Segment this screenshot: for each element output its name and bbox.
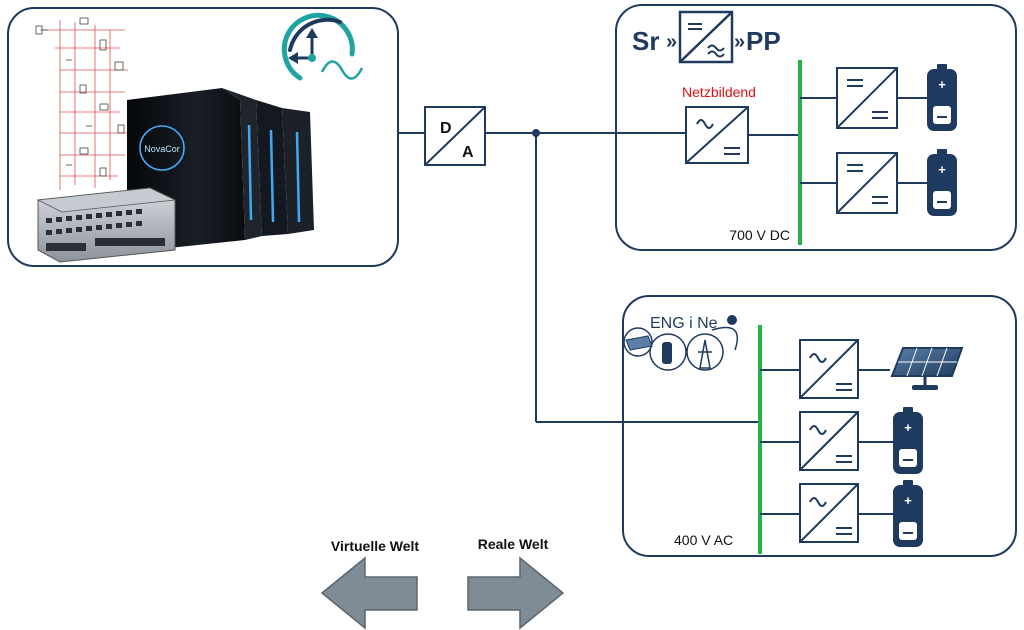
junction-dot [532, 129, 540, 137]
srpp-box [615, 4, 1017, 251]
battery-icon: + [893, 480, 923, 547]
gridforming-label: Netzbildend [682, 84, 756, 100]
svg-text:»: » [666, 31, 677, 53]
dc-ac-converter-icon [760, 339, 890, 399]
svg-text:+: + [904, 420, 912, 435]
ac-voltage-label: 400 V AC [674, 532, 733, 548]
dc-voltage-label: 700 V DC [729, 227, 790, 243]
srpp-logo-left: Sr [632, 26, 659, 56]
engine-box [622, 295, 1017, 557]
circuit-schematic-icon [35, 17, 128, 190]
real-world-label: Reale Welt [478, 536, 549, 552]
svg-text:»: » [734, 31, 745, 53]
server-brand-label: NovaCor [144, 144, 180, 154]
svg-text:+: + [904, 493, 912, 508]
solar-panel-icon [890, 347, 964, 390]
engine-logo-text: ENG i Ne [650, 315, 718, 332]
simulator-rack-icon [36, 187, 177, 263]
virtual-world-label: Virtuelle Welt [331, 538, 420, 554]
svg-text:+: + [938, 162, 946, 177]
dc-ac-converter-icon [685, 106, 749, 164]
battery-icon: + [927, 64, 957, 131]
battery-icon: + [927, 149, 957, 216]
da-d-label: D [440, 120, 452, 137]
svg-text:+: + [938, 77, 946, 92]
left-arrow-icon [320, 556, 418, 630]
da-a-label: A [462, 144, 474, 161]
dc-dc-converter-icon [800, 152, 927, 214]
main-wiring [485, 132, 760, 423]
dc-ac-converter-icon [760, 411, 893, 471]
clock-sine-icon [281, 12, 364, 81]
srpp-logo-right: PP [746, 26, 781, 56]
dc-ac-converter-icon [760, 483, 893, 543]
right-arrow-icon [467, 556, 565, 630]
da-converter: D A [398, 106, 486, 166]
engine-logo-icon: ENG i Ne [623, 315, 739, 371]
srpp-logo: Sr » » PP [632, 10, 781, 64]
battery-icon: + [893, 407, 923, 474]
dc-dc-converter-icon [800, 67, 927, 129]
